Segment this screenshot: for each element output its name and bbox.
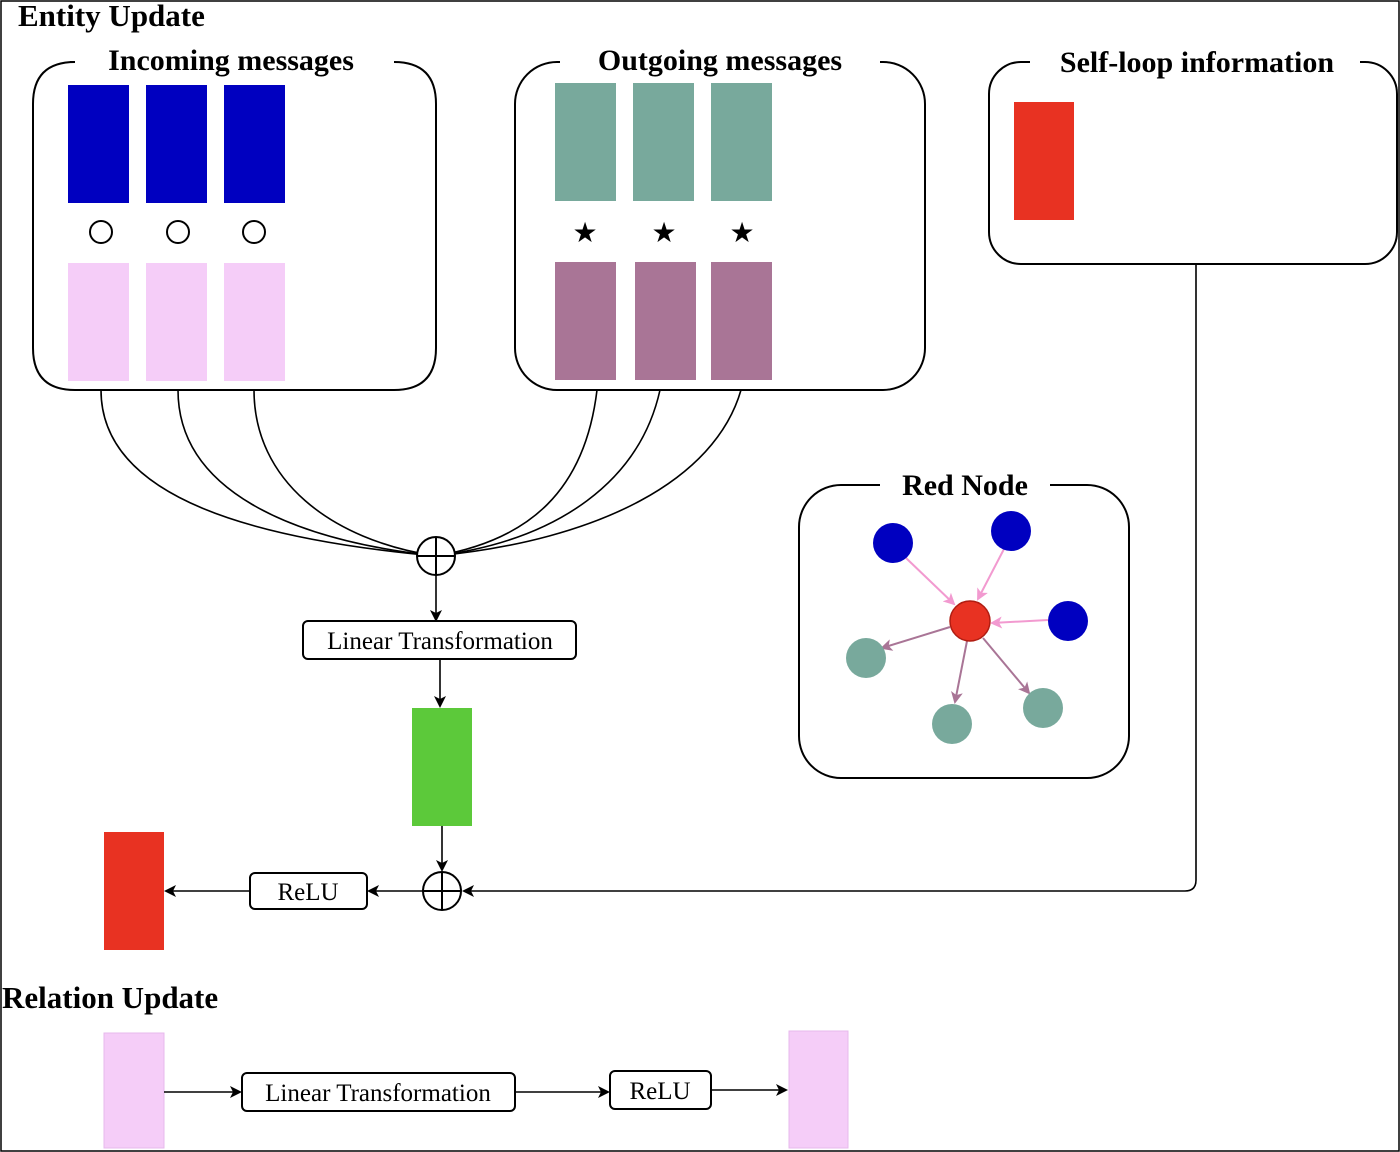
incoming-entity-vector [146, 85, 207, 203]
outgoing-messages-panel: Outgoing messages ★ ★ ★ [514, 44, 926, 391]
incoming-messages-title: Incoming messages [108, 44, 354, 77]
self-loop-wire [462, 264, 1197, 897]
composition-star-icon: ★ [572, 216, 597, 249]
neighbor-node-in [873, 523, 913, 563]
updated-entity-vector [104, 832, 164, 950]
entity-linear-transformation-label: Linear Transformation [327, 628, 553, 655]
relation-output-vector [788, 1030, 849, 1149]
self-loop-panel: Self-loop information [988, 44, 1398, 265]
incoming-edge [905, 557, 956, 606]
red-node-panel: Red Node [798, 466, 1130, 779]
composition-circle-icon [166, 220, 190, 244]
outgoing-edge [982, 637, 1031, 695]
neighbor-node-out [932, 704, 972, 744]
outgoing-entity-vector [633, 83, 694, 201]
outgoing-title-backdrop [560, 44, 880, 78]
incoming-edge [990, 616, 1049, 629]
neighbor-node-in [1048, 601, 1088, 641]
outgoing-relation-vector [555, 262, 616, 380]
relation-relu-label: ReLU [629, 1078, 690, 1105]
composition-star-icon: ★ [729, 216, 754, 249]
red-node-title: Red Node [902, 469, 1028, 502]
incoming-entity-vector [224, 85, 285, 203]
relation-update-title: Relation Update [2, 980, 218, 1015]
incoming-relation-vector [224, 263, 285, 381]
center-red-node [949, 600, 991, 642]
red-node-title-backdrop [880, 466, 1050, 502]
entity-relu-label: ReLU [277, 879, 338, 906]
sum-node-aggregate [416, 536, 456, 576]
relation-input-vector [103, 1032, 165, 1149]
composition-circle-icon [242, 220, 266, 244]
incoming-entity-vector [68, 85, 129, 203]
neighbor-node-out [846, 638, 886, 678]
composition-star-icon: ★ [651, 216, 676, 249]
outgoing-messages-title: Outgoing messages [598, 44, 842, 77]
incoming-relation-vector [68, 263, 129, 381]
self-loop-vector [1014, 102, 1074, 220]
outgoing-relation-vector [635, 262, 696, 380]
self-loop-title: Self-loop information [1060, 46, 1334, 79]
incoming-edge [977, 548, 1005, 601]
outgoing-edge [880, 626, 951, 651]
aggregated-vector [412, 708, 472, 826]
relation-linear-transformation-label: Linear Transformation [265, 1080, 491, 1107]
outgoing-relation-vector [711, 262, 772, 380]
neighbor-node-out [1023, 688, 1063, 728]
outgoing-edge [951, 640, 968, 704]
outgoing-entity-vector [555, 83, 616, 201]
entity-update-title: Entity Update [18, 0, 205, 33]
incoming-messages-panel: Incoming messages [32, 44, 437, 391]
aggregation-wires [100, 389, 742, 557]
composition-circle-icon [89, 220, 113, 244]
neighbor-node-in [991, 511, 1031, 551]
outgoing-entity-vector [711, 83, 772, 201]
incoming-relation-vector [146, 263, 207, 381]
self-loop-title-backdrop [1030, 44, 1360, 80]
incoming-title-backdrop [80, 44, 392, 78]
sum-node-self-loop [422, 871, 462, 911]
